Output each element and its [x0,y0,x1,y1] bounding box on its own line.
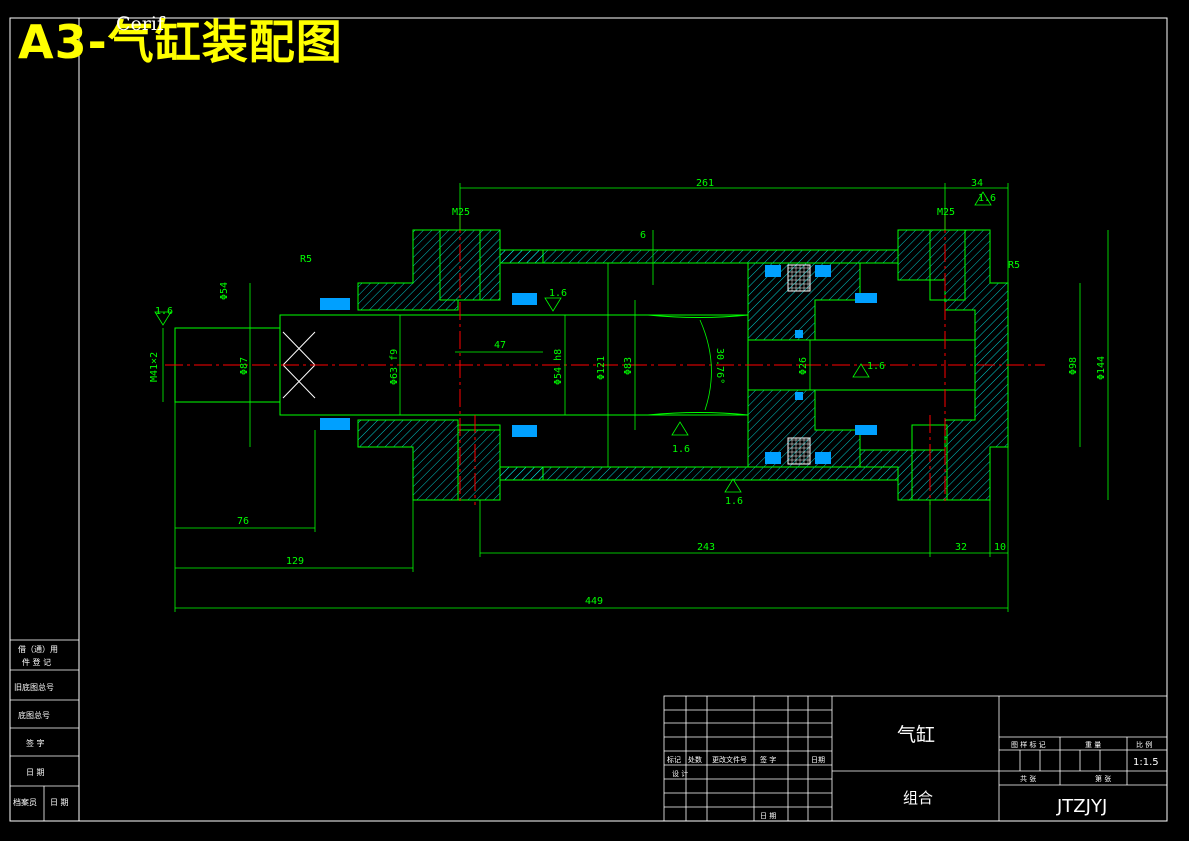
outer-frame [9,17,1168,822]
dim-10: 10 [994,542,1006,553]
dim-32: 32 [955,542,967,553]
sheet-banner-title: A3-气缸装配图 [18,15,343,69]
side-row-5: 签 字 [26,738,45,748]
side-row-1: 借（通）用 [18,644,58,654]
dim-phi54: Φ54 [219,282,230,300]
dim-m25-left: M25 [452,207,470,218]
part-name: 气缸 [897,724,935,746]
dim-phi144: Φ144 [1096,356,1107,380]
left-end-cap [357,229,544,501]
center-lines [165,215,1045,505]
dim-phi26: Φ26 [798,357,809,375]
header-mark: 标记 [667,755,681,764]
pattern-mark-label: 图 样 标 记 [1011,740,1046,749]
dim-phi54b: Φ54 h8 [553,349,564,385]
dim-6: 6 [640,230,646,241]
dim-phi87: Φ87 [239,357,250,375]
dim-129: 129 [286,556,304,567]
dim-243: 243 [697,542,715,553]
dim-34: 34 [971,178,983,189]
header-signature: 签 字 [760,755,776,764]
design-label: 设 计 [672,769,688,778]
dim-radius-left: R5 [300,254,312,265]
side-table [9,639,80,822]
side-footer-2: 日 期 [50,798,69,807]
ra-inner: 1.6 [867,361,885,372]
date-label: 日 期 [760,812,776,820]
side-row-2: 件 登 记 [22,657,51,667]
header-count: 处数 [688,755,702,764]
assembly-label: 组合 [903,789,933,807]
sheet-number: 第 张 [1095,774,1111,783]
drawing-number: JTZJYJ [1056,796,1107,817]
piston [747,262,861,468]
dim-m25-right: M25 [937,207,955,218]
scale-label: 比 例 [1136,740,1152,749]
dimension-labels: 261 34 M25 M25 R5 R5 6 47 76 129 449 243… [149,178,1107,607]
dim-radius-right: R5 [1008,260,1020,271]
seals [320,265,877,464]
banner-overlay-text: Cerif [116,13,164,35]
dim-phi98: Φ98 [1068,357,1079,375]
dim-phi63: Φ63 f9 [389,349,400,385]
total-sheets: 共 张 [1020,774,1036,783]
dim-angle: 30.76° [714,348,725,384]
dim-47: 47 [494,340,506,351]
side-row-3: 旧底图总号 [14,682,54,692]
dim-phi83: Φ83 [623,357,634,375]
side-footer-1: 档案员 [13,797,37,807]
scale-value: 1:1.5 [1133,757,1159,768]
title-block-labels: 气缸 组合 JTZJYJ 标记 处数 更改文件号 签 字 日期 设 计 日 期 … [667,724,1159,820]
header-change-doc: 更改文件号 [712,755,747,764]
dim-449: 449 [585,596,603,607]
ra-top: 1.6 [978,193,996,204]
title-block-grid [663,695,1168,822]
dimension-lines [162,183,1109,612]
dim-76: 76 [237,516,249,527]
side-row-4: 底图总号 [18,710,50,720]
ra-left: 1.6 [155,306,173,317]
ra-piston: 1.6 [672,444,690,455]
header-date: 日期 [811,756,825,764]
side-row-6: 日 期 [26,768,45,777]
ra-tube: 1.6 [725,496,743,507]
dim-phi121: Φ121 [596,356,607,380]
side-table-labels: 借（通）用 件 登 记 旧底图总号 底图总号 签 字 日 期 档案员 日 期 [13,644,69,807]
roughness-symbols [154,191,992,493]
ra-rod: 1.6 [549,288,567,299]
weight-label: 重 量 [1085,741,1101,749]
dim-261: 261 [696,178,714,189]
dim-m41: M41×2 [149,352,160,382]
